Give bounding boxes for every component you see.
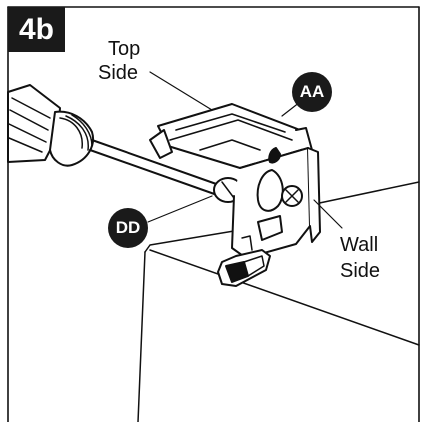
- wall-side-label-line1: Wall: [340, 234, 379, 256]
- step-number-badge: 4b: [8, 7, 65, 52]
- callout-aa: AA: [292, 72, 332, 112]
- screwdriver: [7, 84, 223, 197]
- page-frame: [7, 6, 420, 422]
- top-side-label-line1: Top: [108, 38, 141, 60]
- top-side-label: Top: [108, 38, 140, 60]
- top-side-label-2: Side: [98, 62, 138, 84]
- top-side-label-line2: Side: [98, 62, 139, 84]
- callout-dd: DD: [108, 208, 148, 248]
- wall-side-label-line2: Side: [340, 260, 381, 282]
- wall-side-label-2: Side: [340, 260, 380, 282]
- wall-corner: [137, 181, 420, 422]
- wall-side-label: Wall: [340, 234, 378, 256]
- mounting-bracket: [149, 103, 321, 287]
